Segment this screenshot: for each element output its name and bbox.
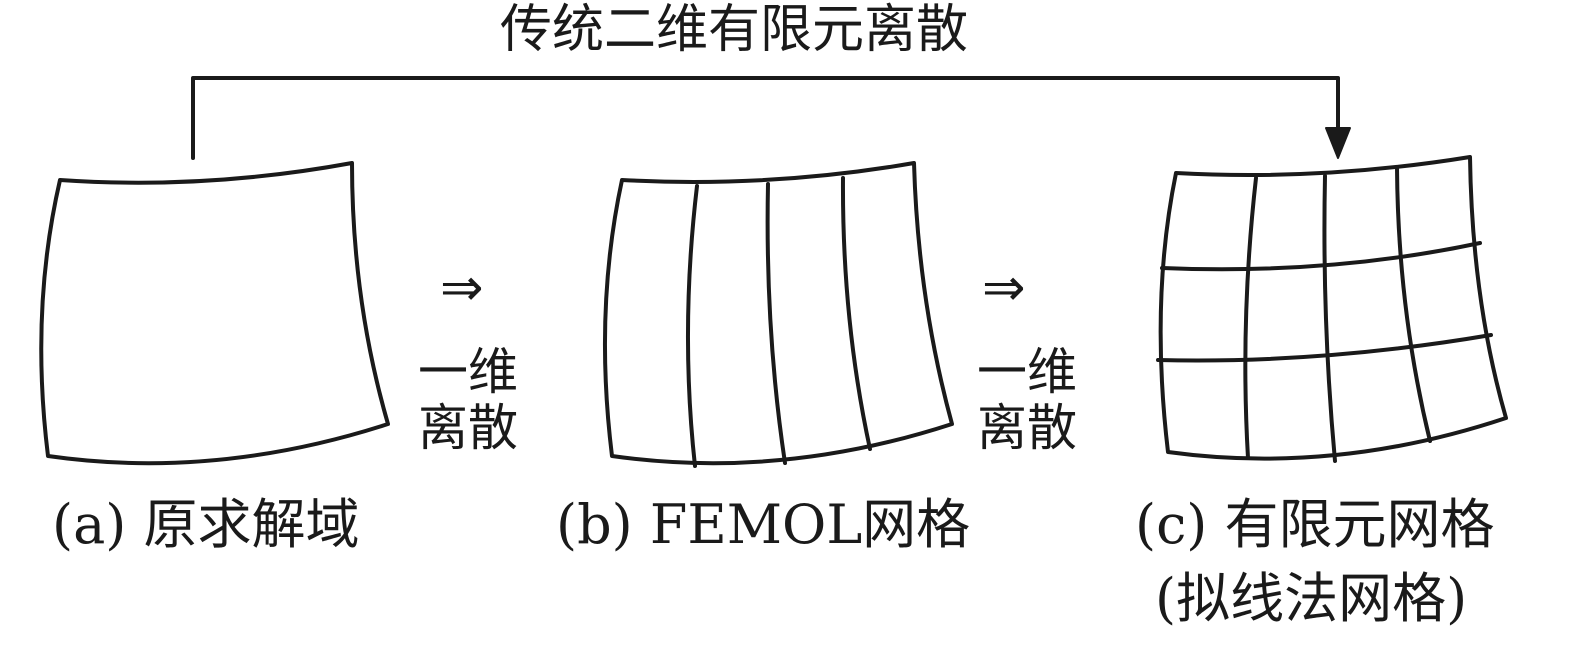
domain-a-original-region	[39, 161, 390, 466]
domain-c-fem-outline	[1158, 155, 1508, 461]
step-1-arrow-symbol: ⇒	[440, 258, 484, 318]
caption-c-line2: (拟线法网格)	[1155, 567, 1468, 630]
caption-b: (b) FEMOL网格	[556, 493, 971, 556]
caption-c-line1: (c) 有限元网格	[1135, 493, 1495, 556]
diagram-title: 传统二维有限元离散	[500, 0, 969, 60]
fem-mesh-hline-2	[1156, 333, 1493, 363]
step-1-label: 一维 离散	[408, 344, 528, 456]
fem-mesh-hline-1	[1160, 241, 1482, 272]
fem-mesh-vline-3	[1395, 166, 1432, 443]
femol-mesh-line-2	[765, 182, 787, 465]
discretization-connector-line	[191, 76, 1340, 160]
discretization-connector-arrowhead	[1325, 127, 1351, 159]
step-2-label-line2: 离散	[977, 399, 1077, 457]
step-2-label: 一维 离散	[967, 344, 1087, 456]
femol-mesh-line-3	[840, 176, 872, 451]
step-1-label-line2: 离散	[418, 399, 518, 457]
femol-mesh-line-1	[685, 184, 699, 468]
step-2-arrow-symbol: ⇒	[982, 258, 1026, 318]
caption-a: (a) 原求解域	[52, 493, 360, 556]
fem-mesh-vline-1	[1243, 176, 1258, 460]
fem-mesh-vline-2	[1322, 174, 1337, 463]
step-1-label-line1: 一维	[418, 343, 518, 401]
step-2-label-line1: 一维	[977, 343, 1077, 401]
domain-b-femol-outline	[602, 161, 954, 466]
